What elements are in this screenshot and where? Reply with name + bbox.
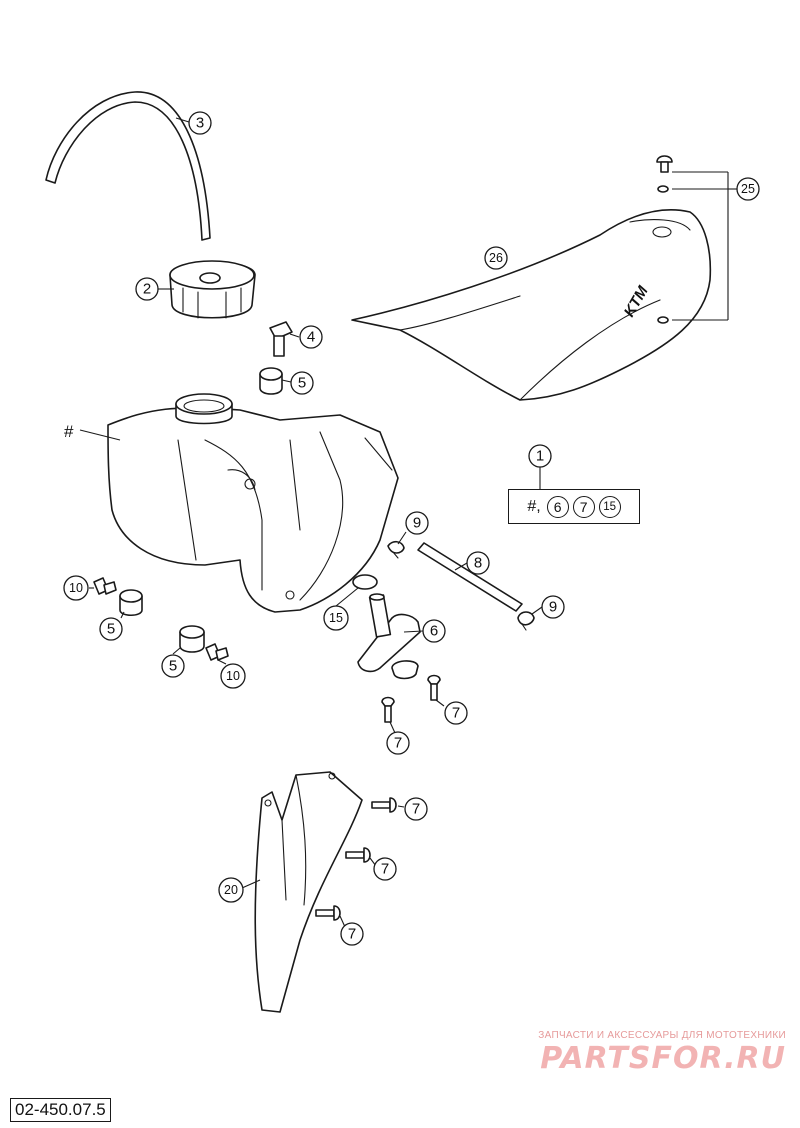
fuel-tap bbox=[357, 593, 421, 680]
o-ring bbox=[352, 574, 378, 590]
kit-contents-box: #, 6 7 15 bbox=[508, 489, 640, 524]
kit-item-7: 7 bbox=[572, 495, 595, 518]
callout-3-label: 3 bbox=[196, 115, 204, 132]
callout-5-left-label: 5 bbox=[107, 621, 115, 638]
callout-3: 3 bbox=[188, 111, 212, 135]
callout-5-lower-label: 5 bbox=[169, 658, 177, 675]
drawing-number: 02-450.07.5 bbox=[10, 1098, 111, 1122]
callout-7-b-label: 7 bbox=[394, 735, 402, 752]
watermark: ЗАПЧАСТИ И АКСЕССУАРЫ ДЛЯ МОТОТЕХНИКИ PA… bbox=[466, 1030, 786, 1075]
callout-6: 6 bbox=[422, 619, 446, 643]
callout-9-lower: 9 bbox=[541, 595, 565, 619]
screw-tap-2 bbox=[381, 696, 395, 723]
callout-5-top: 5 bbox=[290, 371, 314, 395]
seat-screw bbox=[656, 155, 673, 324]
callout-7-e-label: 7 bbox=[348, 926, 356, 943]
callout-6-label: 6 bbox=[430, 623, 438, 640]
callout-10-lower-label: 10 bbox=[226, 669, 240, 683]
callout-25-label: 25 bbox=[741, 182, 755, 196]
callout-9-upper: 9 bbox=[405, 511, 429, 535]
kit-hash: #, bbox=[527, 497, 541, 515]
callout-1: 1 bbox=[528, 444, 552, 468]
kit-item-6: 6 bbox=[546, 495, 569, 518]
callout-10-upper-label: 10 bbox=[69, 581, 83, 595]
callout-15: 15 bbox=[323, 605, 349, 631]
callout-26: 26 bbox=[484, 246, 508, 270]
callout-5-top-label: 5 bbox=[298, 375, 306, 392]
callout-7-a-label: 7 bbox=[452, 705, 460, 722]
callout-9-upper-label: 9 bbox=[413, 515, 421, 532]
callout-5-lower: 5 bbox=[161, 654, 185, 678]
fuel-tank bbox=[107, 393, 399, 613]
rubber-bushing-left bbox=[119, 589, 143, 617]
hose-clamp-lower bbox=[517, 611, 535, 631]
callout-4-label: 4 bbox=[307, 329, 315, 346]
callout-7-c: 7 bbox=[404, 797, 428, 821]
callout-2: 2 bbox=[135, 277, 159, 301]
screw-cover-1 bbox=[371, 797, 397, 813]
callout-2-label: 2 bbox=[143, 281, 151, 298]
callout-1-label: 1 bbox=[536, 448, 544, 465]
callout-8-label: 8 bbox=[474, 555, 482, 572]
callout-25: 25 bbox=[736, 177, 760, 201]
callout-20: 20 bbox=[218, 877, 244, 903]
callout-5-left: 5 bbox=[99, 617, 123, 641]
callout-7-d: 7 bbox=[373, 857, 397, 881]
callout-7-e: 7 bbox=[340, 922, 364, 946]
callout-10-lower: 10 bbox=[220, 663, 246, 689]
tank-hash-label: # bbox=[64, 422, 74, 441]
hose-clamp-upper bbox=[387, 540, 405, 559]
seat: KTM bbox=[351, 208, 712, 401]
watermark-tagline: ЗАПЧАСТИ И АКСЕССУАРЫ ДЛЯ МОТОТЕХНИКИ bbox=[538, 1030, 786, 1041]
callout-15-label: 15 bbox=[329, 611, 343, 625]
callout-8: 8 bbox=[466, 551, 490, 575]
fuel-cap bbox=[169, 260, 256, 319]
screw-cover-3 bbox=[315, 905, 341, 921]
callout-4: 4 bbox=[299, 325, 323, 349]
callout-20-label: 20 bbox=[224, 883, 238, 897]
screw-tap-1 bbox=[427, 674, 441, 701]
bolt-10-lower bbox=[205, 643, 229, 661]
callout-7-d-label: 7 bbox=[381, 861, 389, 878]
callout-7-a: 7 bbox=[444, 701, 468, 725]
callout-7-c-label: 7 bbox=[412, 801, 420, 818]
tank-spoiler bbox=[254, 771, 363, 1013]
callout-7-b: 7 bbox=[386, 731, 410, 755]
leader-lines bbox=[79, 117, 737, 928]
fuel-hose bbox=[417, 542, 523, 612]
rubber-bushing-lower bbox=[179, 625, 205, 653]
tank-bolt bbox=[269, 321, 293, 357]
bolt-10-upper bbox=[93, 577, 117, 595]
callout-10-upper: 10 bbox=[63, 575, 89, 601]
breather-hose bbox=[45, 91, 211, 241]
screw-cover-2 bbox=[345, 847, 371, 863]
callout-26-label: 26 bbox=[489, 251, 503, 265]
rubber-bushing-top bbox=[259, 367, 283, 395]
kit-item-15: 15 bbox=[598, 495, 621, 518]
callout-9-lower-label: 9 bbox=[549, 599, 557, 616]
watermark-brand-logo: PARTSFOR.RU bbox=[540, 1041, 786, 1076]
